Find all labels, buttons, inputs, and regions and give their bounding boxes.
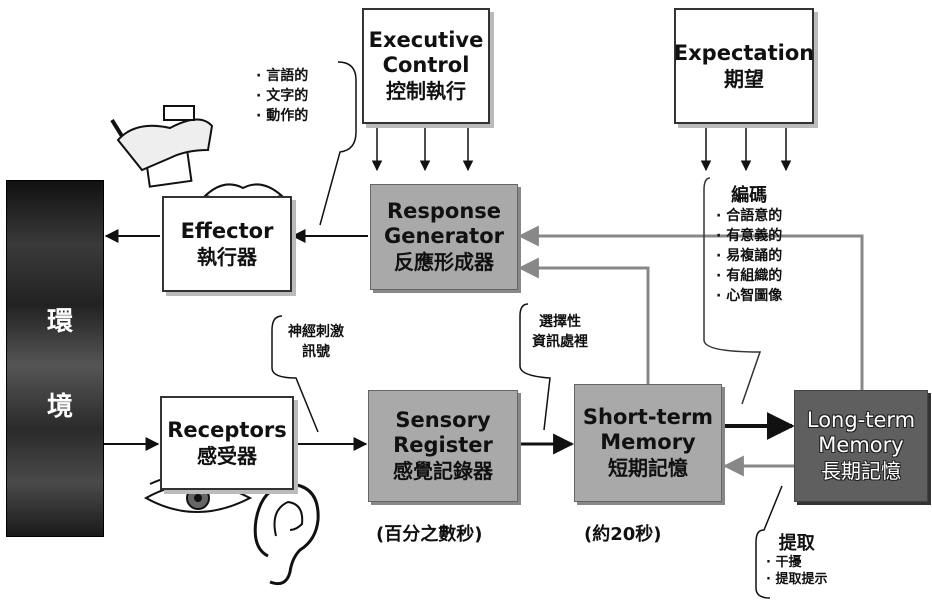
- stm-to-response-arrow: [517, 257, 650, 384]
- expectation-en: Expectation: [673, 40, 815, 65]
- retrieval-title: 提取: [778, 533, 815, 554]
- stm-en-line1: Short-term: [582, 405, 714, 429]
- executive-zh: 控制執行: [386, 79, 466, 103]
- ltm-to-response-arrow: [517, 225, 864, 390]
- environment-char-2: 境: [47, 392, 74, 422]
- effector-type-item: 文字的: [256, 86, 308, 106]
- writing-hand-icon: [110, 105, 214, 188]
- executive-en-line2: Control: [382, 53, 470, 77]
- executive-en-line1: Executive: [368, 28, 484, 52]
- effector-callout-bracket: [319, 61, 357, 226]
- response-generator-box: Response Generator 反應形成器: [370, 184, 518, 290]
- executive-control-box: Executive Control 控制執行: [362, 8, 490, 124]
- environment-image: 環 境: [6, 180, 104, 537]
- neural-callout-bracket: [271, 315, 319, 433]
- sensory-duration-label: (百分之數秒): [376, 524, 483, 545]
- short-term-memory-box: Short-term Memory 短期記憶: [574, 384, 722, 502]
- response-en-line2: Generator: [383, 224, 505, 248]
- stm-duration-label: (約20秒): [584, 524, 662, 545]
- selective-callout-bracket: [519, 303, 551, 431]
- ltm-en-line1: Long-term: [806, 408, 916, 432]
- receptors-box: Receptors 感受器: [160, 396, 294, 490]
- effector-type-item: 言語的: [256, 66, 308, 86]
- ltm-zh: 長期記憶: [821, 459, 901, 483]
- sensory-en-line1: Sensory: [395, 408, 491, 432]
- neural-signal-line2: 訊號: [302, 344, 330, 360]
- neural-signal-note: 神經刺激 訊號: [288, 322, 344, 362]
- neural-signal-line1: 神經刺激: [288, 324, 344, 340]
- effector-types-note: 言語的 文字的 動作的: [256, 66, 308, 126]
- expectation-box: Expectation 期望: [674, 8, 814, 124]
- response-zh: 反應形成器: [394, 250, 494, 274]
- encoding-item: 合語意的: [716, 206, 782, 226]
- effector-type-item: 動作的: [256, 106, 308, 126]
- encoding-item: 易複誦的: [716, 246, 782, 266]
- sensory-zh: 感覺記錄器: [393, 459, 493, 483]
- retrieval-item: 干擾: [766, 554, 827, 571]
- selective-line1: 選擇性: [539, 314, 581, 330]
- effector-box: Effector 執行器: [162, 196, 292, 292]
- effector-zh: 執行器: [197, 244, 257, 269]
- encoding-item: 有組織的: [716, 266, 782, 286]
- retrieval-note: 提取 干擾 提取提示: [766, 534, 827, 588]
- stm-en-line2: Memory: [600, 430, 696, 454]
- effector-en: Effector: [180, 218, 274, 243]
- sensory-en-line2: Register: [393, 433, 493, 457]
- encoding-callout-bracket: [703, 177, 762, 405]
- encoding-item: 有意義的: [716, 226, 782, 246]
- encoding-item: 心智圖像: [716, 286, 782, 306]
- retrieval-callout-bracket: [755, 485, 783, 599]
- long-term-memory-box: Long-term Memory 長期記憶: [794, 390, 928, 502]
- stm-zh: 短期記憶: [608, 456, 688, 480]
- selective-processing-note: 選擇性 資訊處裡: [532, 312, 588, 352]
- receptors-zh: 感受器: [197, 443, 257, 468]
- encoding-title: 編碼: [731, 185, 768, 206]
- expectation-zh: 期望: [724, 66, 764, 91]
- ltm-en-line2: Memory: [818, 433, 904, 457]
- retrieval-item: 提取提示: [766, 571, 827, 588]
- receptors-en: Receptors: [167, 417, 287, 442]
- selective-line2: 資訊處裡: [532, 334, 588, 350]
- response-en-line1: Response: [386, 199, 502, 223]
- environment-char-1: 環: [47, 307, 74, 337]
- encoding-note: 編碼 合語意的 有意義的 易複誦的 有組織的 心智圖像: [716, 186, 782, 306]
- sensory-register-box: Sensory Register 感覺記錄器: [368, 390, 518, 502]
- ear-icon: [253, 482, 320, 586]
